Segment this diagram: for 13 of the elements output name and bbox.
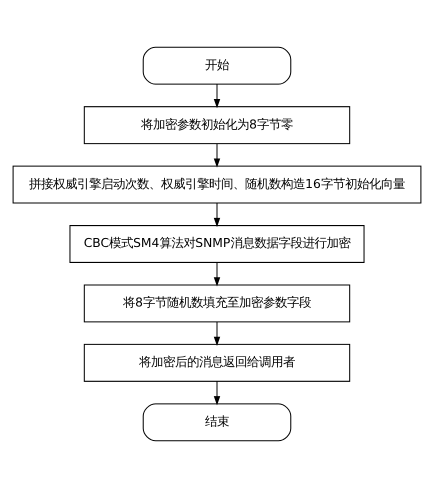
arrow — [213, 321, 220, 346]
node-box: 将8字节随机数填充至加密参数字段 — [83, 284, 350, 322]
node-box: 将加密后的消息返回给调用者 — [83, 343, 350, 382]
node-box: 将加密参数初始化为8字节零 — [83, 106, 350, 144]
node-box: CBC模式SM4算法对SNMP消息数据字段进行加密 — [68, 224, 364, 262]
node-box: 结束 — [142, 402, 291, 441]
node-box: 拼接权威引擎启动次数、权威引擎时间、随机数构造16字节初始化向量 — [12, 165, 421, 204]
arrow — [213, 262, 220, 286]
arrow — [213, 380, 220, 405]
arrow — [213, 84, 220, 108]
arrow — [213, 143, 220, 168]
node-box: 开始 — [142, 46, 291, 84]
arrow — [213, 202, 220, 227]
